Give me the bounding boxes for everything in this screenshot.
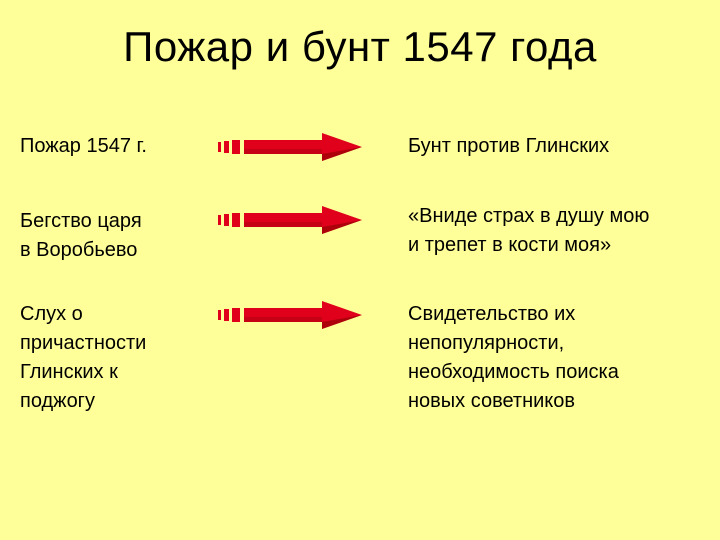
effect-text: «Вниде страх в душу мою и трепет в кости… (408, 202, 708, 260)
cause-line: в Воробьево (20, 239, 138, 261)
cause-line: Глинских к (20, 361, 118, 383)
effect-line: новых советников (408, 390, 576, 412)
cause-line: Пожар 1547 г. (20, 135, 147, 157)
effect-line: необходимость поиска (408, 361, 619, 383)
cause-text: Слух о причастности Глинских к поджогу (20, 300, 200, 416)
effect-text: Свидетельство их непопулярности, необход… (408, 300, 708, 416)
striped-right-arrow-icon (218, 206, 362, 234)
effect-line: непопулярности, (408, 332, 565, 354)
cause-line: поджогу (20, 390, 95, 412)
effect-line: «Вниде страх в душу мою (408, 205, 650, 227)
striped-right-arrow-icon (218, 133, 362, 161)
cause-line: Слух о (20, 303, 83, 325)
effect-line: Свидетельство их (408, 303, 576, 325)
slide-title: Пожар и бунт 1547 года (123, 23, 597, 70)
cause-text: Пожар 1547 г. (20, 132, 200, 161)
striped-right-arrow-icon (218, 301, 362, 329)
effect-text: Бунт против Глинских (408, 132, 708, 161)
cause-line: причастности (20, 332, 147, 354)
cause-line: Бегство царя (20, 210, 142, 232)
effect-line: и трепет в кости моя» (408, 234, 612, 256)
effect-line: Бунт против Глинских (408, 135, 610, 157)
cause-text: Бегство царя в Воробьево (20, 207, 200, 265)
